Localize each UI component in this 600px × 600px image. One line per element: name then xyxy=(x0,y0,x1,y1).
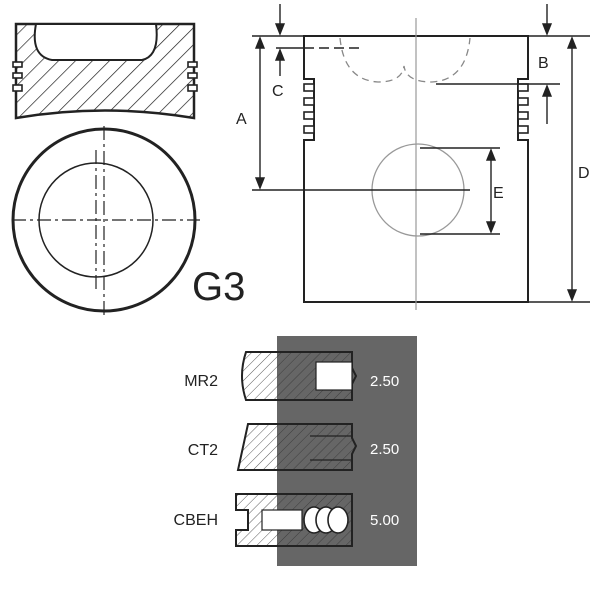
combustion-bowl xyxy=(33,23,158,61)
section-ring-grooves-left xyxy=(12,61,23,92)
section-ring-grooves-right xyxy=(187,61,198,92)
piston-code-label: G3 xyxy=(192,265,245,309)
ring-ct2: CT2 2.50 xyxy=(188,423,399,471)
piston-side-view: A C B D xyxy=(236,4,590,310)
dimension-b xyxy=(436,4,590,124)
ring-mr2: MR2 2.50 xyxy=(184,351,399,401)
ring-mr2-name: MR2 xyxy=(184,373,218,390)
ring-cbeh: CBEH 5.00 xyxy=(174,493,399,547)
side-ring-lands-left xyxy=(303,83,315,134)
ring-mr2-thickness: 2.50 xyxy=(370,373,399,390)
dimension-a-label: A xyxy=(236,111,247,128)
dimension-e xyxy=(420,147,500,235)
ring-set: MR2 2.50 CT2 2.50 CBEH 5.00 xyxy=(174,336,417,566)
ring-ct2-profile xyxy=(236,423,358,471)
piston-section-view xyxy=(12,22,198,120)
dimension-d xyxy=(528,36,590,303)
ring-ct2-thickness: 2.50 xyxy=(370,441,399,458)
ring-cbeh-thickness: 5.00 xyxy=(370,512,399,529)
dimension-c xyxy=(274,4,304,76)
dimension-c-label: C xyxy=(272,83,284,100)
dimension-d-label: D xyxy=(578,165,590,182)
ring-ct2-name: CT2 xyxy=(188,442,218,459)
piston-top-view: G3 xyxy=(11,126,245,316)
dimension-b-label: B xyxy=(538,55,549,72)
ring-cbeh-name: CBEH xyxy=(174,512,218,529)
dimension-e-label: E xyxy=(493,185,504,202)
hidden-bowl-line xyxy=(339,37,471,83)
dimension-a xyxy=(252,35,470,191)
top-view-center-lines xyxy=(12,126,200,316)
side-ring-lands-right xyxy=(517,83,529,134)
ring-cbeh-expander-coil xyxy=(303,506,349,534)
